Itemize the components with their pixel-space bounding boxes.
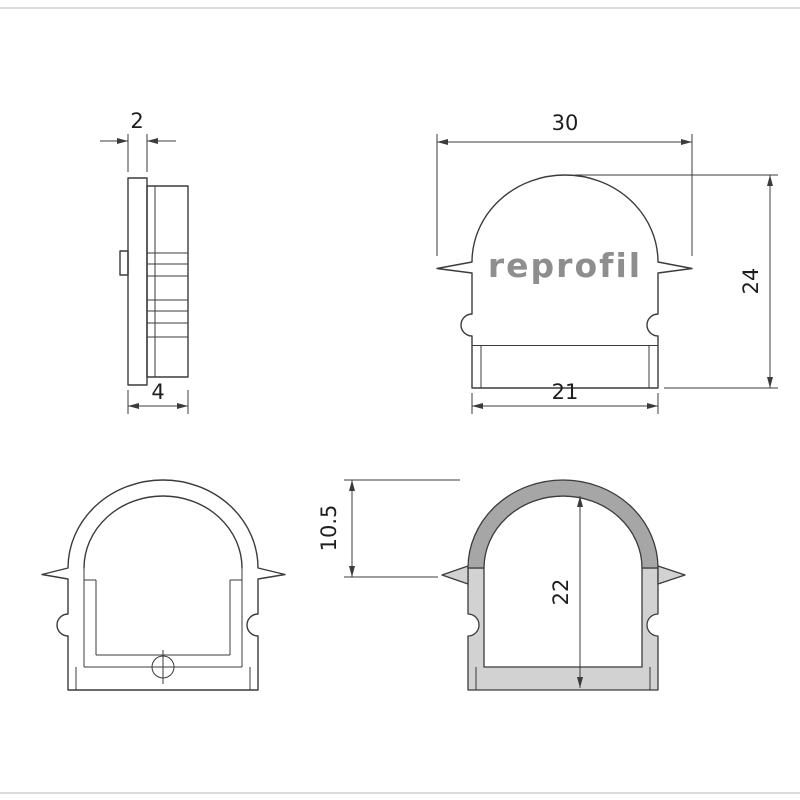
sheet-frame [0, 7, 800, 794]
dim-inner-height-label: 22 [549, 579, 573, 606]
screw-hole-icon [146, 650, 180, 684]
clip-body [146, 185, 189, 378]
extension-lines-depth [127, 390, 189, 414]
inner-dome-line [83, 495, 243, 569]
dim-inner-width-label: 21 [552, 380, 579, 404]
back-view [41, 479, 286, 691]
section-view: 10.5 22 [317, 479, 686, 691]
extension-lines-dome-height [344, 479, 460, 578]
profile-body-section [467, 567, 659, 691]
dim-depth-label: 4 [151, 380, 164, 404]
end-cap-plate [127, 177, 148, 386]
front-detail-lines [472, 345, 658, 388]
cover-dome-section [467, 479, 659, 569]
end-cap-outline [436, 174, 693, 389]
section-slot-lines [475, 667, 651, 690]
dim-height-label: 24 [739, 268, 763, 295]
dim-thickness-label: 2 [130, 109, 143, 133]
dim-dome-height-label: 10.5 [317, 505, 341, 552]
extension-lines-height [575, 174, 778, 389]
side-view: 2 4 [100, 109, 189, 414]
dim-width-label: 30 [552, 111, 579, 135]
brand-logo: reprofil [488, 246, 642, 285]
mounting-wings [441, 565, 686, 585]
side-tab [119, 250, 129, 276]
extension-lines-width [436, 134, 693, 256]
extension-lines-thickness [127, 134, 148, 172]
front-view: reprofil 30 24 21 [436, 111, 778, 414]
profile-outline [41, 479, 286, 691]
clip-detail-lines [147, 186, 188, 377]
